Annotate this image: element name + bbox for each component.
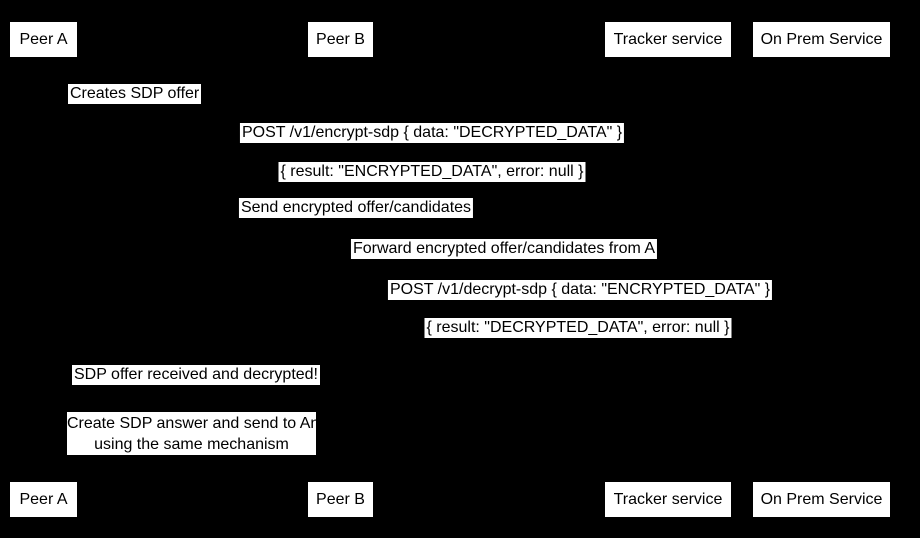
actor-peer-a-top: Peer A [10, 22, 77, 57]
message-sdp-offer-received: SDP offer received and decrypted! [72, 365, 320, 385]
actor-peer-b-bottom: Peer B [308, 482, 373, 517]
actor-on-prem-service-bottom: On Prem Service [753, 482, 890, 517]
note-create-sdp-answer: Create SDP answer and send to An using t… [67, 412, 320, 455]
actor-tracker-service-top: Tracker service [605, 22, 731, 57]
actor-peer-b-top: Peer B [308, 22, 373, 57]
message-creates-sdp-offer: Creates SDP offer [68, 84, 202, 104]
note-line-2: using the same mechanism [94, 436, 289, 453]
actor-peer-a-bottom: Peer A [10, 482, 77, 517]
lifeline-peer-a [43, 57, 44, 482]
lifeline-peer-b [340, 57, 341, 482]
message-decrypt-result: { result: "DECRYPTED_DATA", error: null … [424, 318, 732, 338]
message-post-encrypt-sdp: POST /v1/encrypt-sdp { data: "DECRYPTED_… [239, 123, 625, 143]
note-line-1: Create SDP answer and send to An [67, 415, 320, 432]
message-post-decrypt-sdp: POST /v1/decrypt-sdp { data: "ENCRYPTED_… [387, 280, 773, 300]
message-forward-encrypted-offer: Forward encrypted offer/candidates from … [350, 239, 658, 259]
actor-tracker-service-bottom: Tracker service [605, 482, 731, 517]
lifeline-tracker-service [668, 57, 669, 482]
actor-on-prem-service-top: On Prem Service [753, 22, 890, 57]
message-send-encrypted-offer: Send encrypted offer/candidates [238, 198, 474, 218]
message-encrypt-result: { result: "ENCRYPTED_DATA", error: null … [278, 162, 586, 182]
lifeline-on-prem-service [821, 57, 822, 482]
